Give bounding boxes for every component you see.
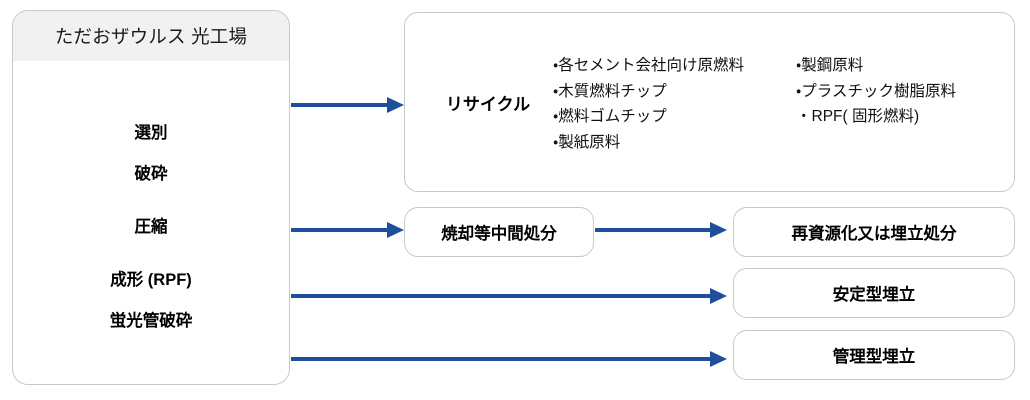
recover-or-landfill-label: 再資源化又は埋立処分 [791,225,957,243]
process-item-crushing: 破砕 [134,165,168,183]
arrow-right-icon-to-stable-landfill [291,288,727,304]
recover-or-landfill-box: 再資源化又は埋立処分 [733,207,1015,257]
list-item: RPF( 固形燃料) [796,104,956,130]
process-item-forming-rpf: 成形 (RPF) [110,271,192,289]
list-item: 木質燃料チップ [553,79,744,105]
managed-landfill-label: 管理型埋立 [832,348,916,366]
factory-panel: ただおザウルス 光工場 選別 破砕 圧縮 成形 (RPF) 蛍光管破砕 [12,10,290,385]
recycle-bullet-column-right: 製鋼原料 プラスチック樹脂原料 RPF( 固形燃料) [796,53,956,130]
list-item: 各セメント会社向け原燃料 [553,53,744,79]
list-item: 製紙原料 [553,130,744,156]
list-item: 製鋼原料 [796,53,956,79]
arrow-right-icon-to-managed-landfill [291,351,727,367]
stable-landfill-box: 安定型埋立 [733,268,1015,318]
recycle-bullet-column-left: 各セメント会社向け原燃料 木質燃料チップ 燃料ゴムチップ 製紙原料 [553,53,744,155]
managed-landfill-box: 管理型埋立 [733,330,1015,380]
stable-landfill-label: 安定型埋立 [832,286,916,304]
recycle-box: リサイクル 各セメント会社向け原燃料 木質燃料チップ 燃料ゴムチップ 製紙原料 … [404,12,1015,192]
recycle-label: リサイクル [445,94,531,114]
list-item: プラスチック樹脂原料 [796,79,956,105]
incineration-label: 焼却等中間処分 [441,225,557,243]
factory-title: ただおザウルス 光工場 [54,26,248,47]
arrow-right-icon-to-incineration [291,222,404,238]
incineration-box: 焼却等中間処分 [404,207,594,257]
process-list: 選別 破砕 圧縮 成形 (RPF) 蛍光管破砕 [13,61,289,384]
process-item-compression: 圧縮 [134,218,168,236]
arrow-right-icon-to-recycle [291,97,404,113]
process-item-fluorescent-tube-crushing: 蛍光管破砕 [109,312,193,330]
arrow-right-icon-to-recover [595,222,727,238]
process-item-sorting: 選別 [134,124,168,142]
list-item: 燃料ゴムチップ [553,104,744,130]
factory-header: ただおザウルス 光工場 [13,11,289,61]
